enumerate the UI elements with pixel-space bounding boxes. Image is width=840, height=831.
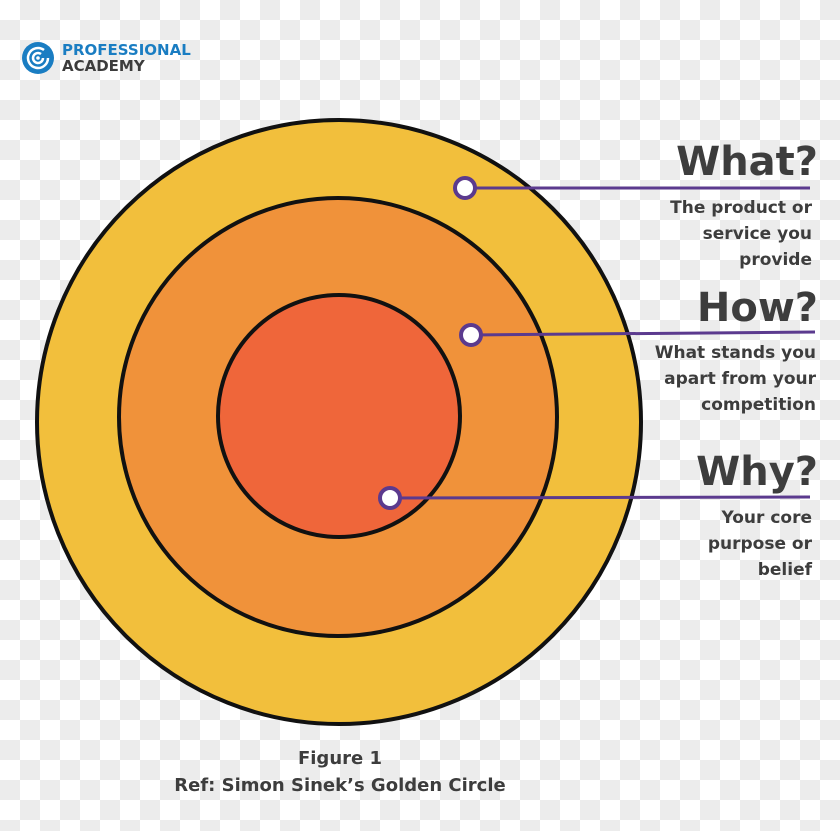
what-desc-line: The product or xyxy=(670,198,812,218)
logo-text-academy: ACADEMY xyxy=(62,57,145,75)
why-description: Your core purpose or belief xyxy=(612,505,812,583)
why-desc-line: purpose or xyxy=(707,534,812,554)
logo-text-professional: PROFESSIONAL xyxy=(62,41,191,59)
how-heading: How? xyxy=(696,285,818,331)
what-desc-line: service you xyxy=(702,224,812,244)
what-marker-dot xyxy=(453,176,477,200)
how-desc-line: What stands you xyxy=(654,343,816,363)
figure-reference: Ref: Simon Sinek’s Golden Circle xyxy=(174,775,506,796)
why-heading: Why? xyxy=(696,449,818,495)
what-description: The product or service you provide xyxy=(612,195,812,273)
how-desc-line: apart from your xyxy=(664,369,816,389)
what-desc-line: provide xyxy=(739,250,812,270)
figure-caption: Figure 1 Ref: Simon Sinek’s Golden Circl… xyxy=(140,745,540,799)
why-connector-line xyxy=(389,495,811,500)
how-description: What stands you apart from your competit… xyxy=(616,340,816,418)
why-desc-line: Your core xyxy=(721,508,812,528)
how-marker-dot xyxy=(459,323,483,347)
how-desc-line: competition xyxy=(701,395,816,415)
why-desc-line: belief xyxy=(757,560,812,580)
why-marker-dot xyxy=(378,486,402,510)
spiral-logo-icon xyxy=(22,42,54,74)
what-heading: What? xyxy=(676,139,818,185)
professional-academy-logo: PROFESSIONAL ACADEMY xyxy=(20,40,191,76)
how-connector-line xyxy=(470,330,816,337)
inner-circle-why xyxy=(216,293,462,539)
figure-number: Figure 1 xyxy=(297,748,383,769)
